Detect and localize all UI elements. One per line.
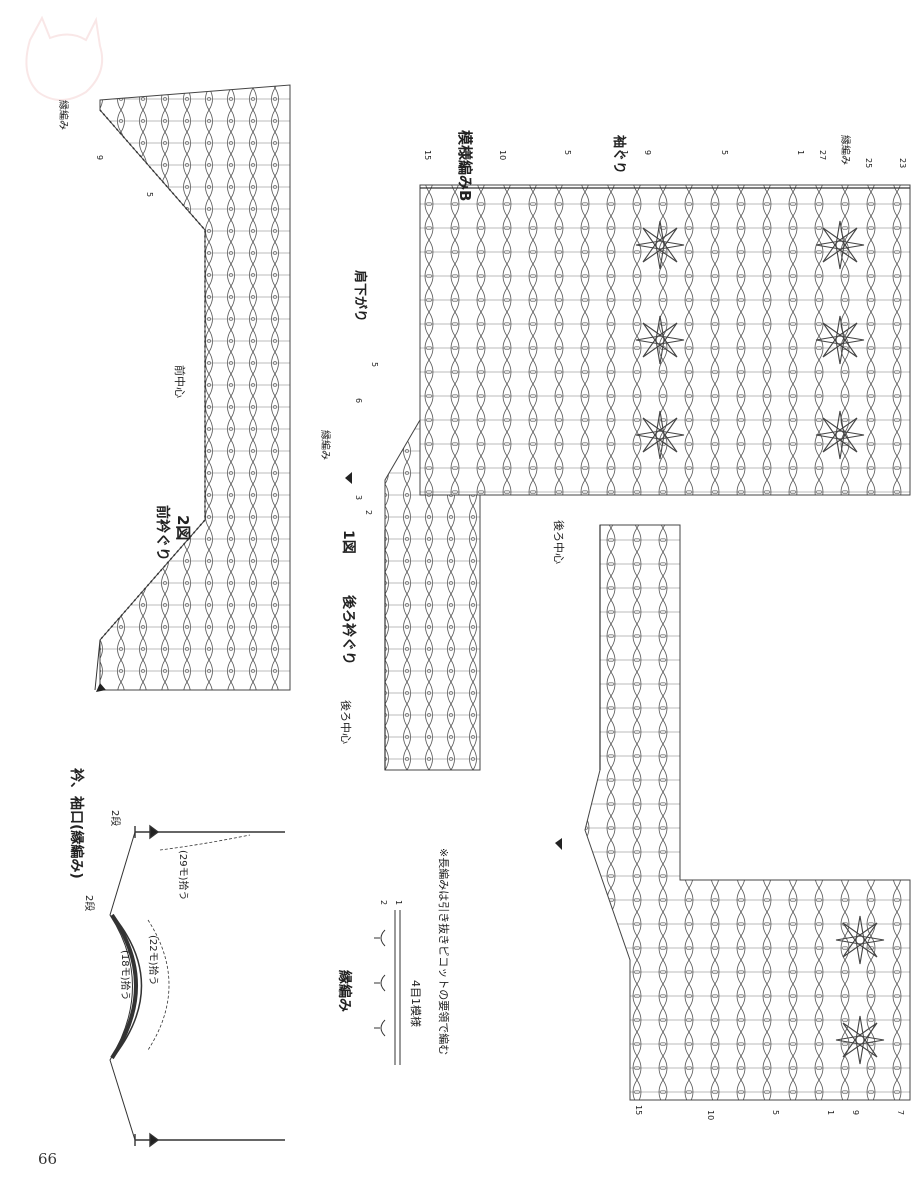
lower-row-15: 15 xyxy=(634,1105,643,1115)
row-25: 25 xyxy=(864,158,873,168)
front-row-5: 5 xyxy=(145,192,154,197)
collar-pick-18: (18モ)拾う xyxy=(119,950,132,1001)
collar-two-rows-b: 2段 xyxy=(109,810,122,826)
cat-logo-watermark xyxy=(25,15,104,101)
row-5b: 5 xyxy=(720,150,729,155)
front-row-9: 9 xyxy=(95,155,104,160)
lower-row-10: 10 xyxy=(706,1110,715,1120)
lower-sleeve-chart xyxy=(555,524,911,1101)
edging-repeat: 4目1模様 xyxy=(409,980,423,1027)
back-fig-no: 1図 xyxy=(340,530,356,554)
row-9: 9 xyxy=(643,150,652,155)
back-row-6: 6 xyxy=(354,398,363,403)
edging-sample xyxy=(374,910,401,1065)
pattern-b-title: 模様編みB xyxy=(456,130,474,201)
collar-two-rows-a: 2段 xyxy=(83,895,96,911)
lower-row-7: 7 xyxy=(896,1110,905,1115)
row-5a: 5 xyxy=(563,150,572,155)
front-neckline-chart xyxy=(94,84,291,692)
back-neckline-chart xyxy=(345,418,481,771)
lower-center-label: 後ろ中心 xyxy=(552,520,566,564)
shoulder-label: 肩下がり xyxy=(352,270,368,322)
back-row-5: 5 xyxy=(370,362,379,367)
lower-row-5: 5 xyxy=(771,1110,780,1115)
stitch-note: ※長編みは引き抜きピコットの要領で編む xyxy=(437,848,451,1055)
collar-pick-29: (29モ)拾う xyxy=(177,850,190,901)
row-23: 23 xyxy=(898,158,907,168)
collar-schematic xyxy=(109,824,285,1148)
row-15: 15 xyxy=(423,150,432,160)
collar-title: 衿、袖口(縁編み) xyxy=(68,768,85,879)
sleeve-pattern-b-chart xyxy=(419,184,911,496)
back-center-label: 後ろ中心 xyxy=(339,700,353,744)
row-27: 27 xyxy=(818,150,827,160)
row-10: 10 xyxy=(498,150,507,160)
front-neckline-title: 前衿ぐり xyxy=(154,505,171,561)
front-center-label: 前中心 xyxy=(173,365,187,398)
front-fig-no: 2図 xyxy=(174,515,192,540)
edging-row-1: 1 xyxy=(394,900,403,905)
sleeve-edge-label: 縁編み xyxy=(839,135,852,165)
lower-row-1: 1 xyxy=(826,1110,835,1115)
edging-row-2: 2 xyxy=(379,900,388,905)
front-edge-label: 縁編み xyxy=(57,100,70,130)
lower-row-9: 9 xyxy=(851,1110,860,1115)
back-row-2: 2 xyxy=(364,510,373,515)
collar-pick-22: (22モ)拾う xyxy=(147,935,160,986)
edging-title: 縁編み xyxy=(336,970,353,1012)
row-1a: 1 xyxy=(620,150,629,155)
page-number: 66 xyxy=(38,1150,58,1168)
cuff-label: 袖ぐり xyxy=(611,135,627,174)
row-1b: 1 xyxy=(796,150,805,155)
back-edge-label: 縁編み xyxy=(319,430,332,460)
back-neckline-title: 後ろ衿ぐり xyxy=(340,595,357,665)
back-row-3: 3 xyxy=(354,495,363,500)
